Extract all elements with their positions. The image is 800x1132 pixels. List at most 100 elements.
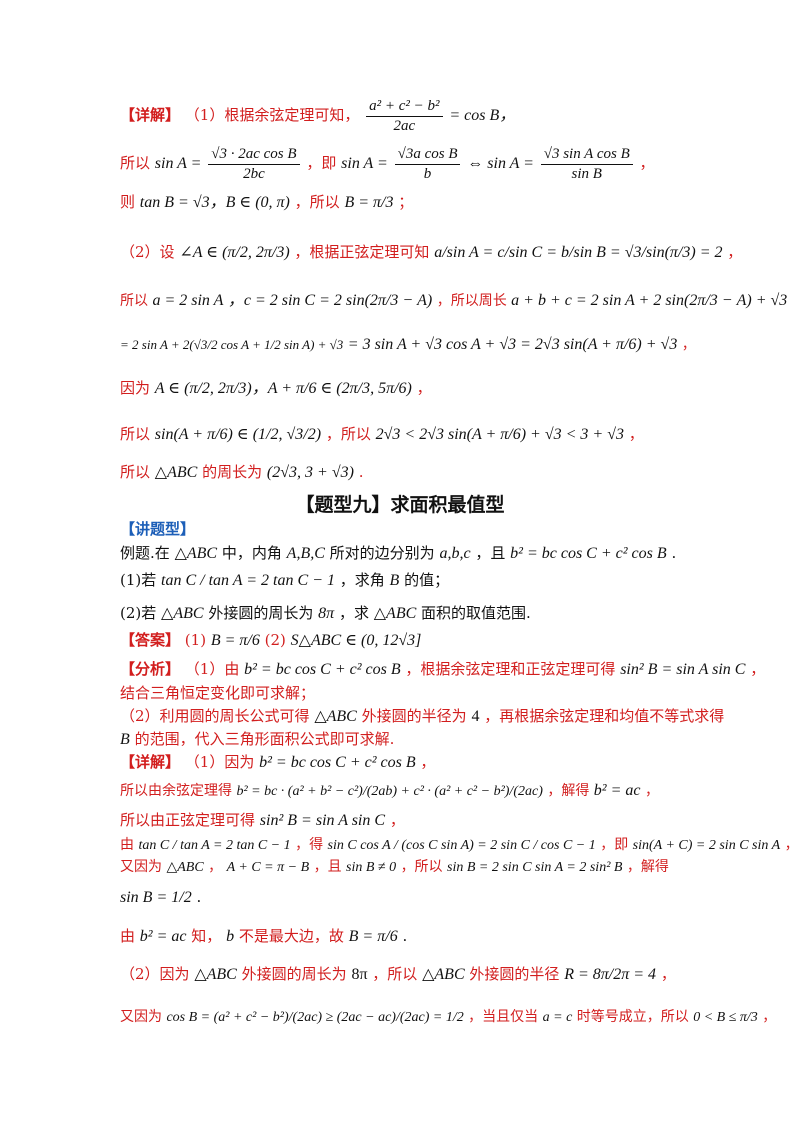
math: △ABC — [174, 545, 218, 562]
text: 又因为 — [120, 859, 162, 875]
answer-label: 【答案】 — [120, 631, 181, 649]
text: （1）因为 — [184, 753, 255, 771]
math: a + b + c = 2 sin A + 2 sin(2π/3 − A) + … — [511, 292, 788, 309]
math: b² = ac — [593, 782, 641, 799]
text: 所以 — [120, 425, 151, 443]
math: b² = bc cos C + c² cos B — [244, 661, 401, 678]
text: 的值； — [404, 571, 450, 589]
math: sin B = 1/2 — [120, 889, 192, 906]
text: . — [196, 888, 202, 906]
text: ，根据正弦定理可知 — [294, 243, 430, 261]
text: 由 — [120, 927, 136, 945]
text: （1）根据余弦定理可知， — [184, 106, 360, 124]
math: tan C / tan A = 2 tan C − 1 — [161, 572, 335, 589]
math: ⇔ sin A = — [467, 155, 534, 172]
answer-line: 【答案】 (1) B = π/6 (2) S△ABC ∈ (0, 12√3] — [120, 632, 421, 650]
text: 又因为 — [120, 1009, 162, 1025]
detail-line-3: 则 tan B = √3，B ∈ (0, π) ，所以 B = π/3 ； — [120, 194, 413, 212]
math: B = π/6 — [210, 632, 260, 649]
text: 则 — [120, 193, 136, 211]
text: ，即 — [306, 154, 337, 172]
text: ， — [727, 243, 743, 261]
text: （2）因为 — [120, 965, 190, 983]
text: ，所以 — [325, 425, 371, 443]
text: . — [671, 544, 677, 562]
math: △ABC — [314, 708, 357, 725]
text: 中，内角 — [221, 544, 282, 562]
text: 外接圆的半径为 — [361, 707, 467, 725]
math: △ABC — [422, 966, 465, 983]
math: △ABC — [166, 860, 204, 875]
math: B — [389, 572, 400, 589]
math: 8π — [351, 966, 368, 983]
math: b — [226, 928, 235, 945]
text: ，解得 — [547, 783, 590, 799]
text: ，再根据余弦定理和均值不等式求得 — [484, 707, 725, 725]
text: 时等号成立，所以 — [576, 1009, 689, 1025]
math: a = 2 sin A — [152, 292, 224, 309]
text: ，所以 — [400, 859, 443, 875]
text: (1) — [184, 631, 207, 649]
analysis-line-4: B 的范围，代入三角形面积公式即可求解. — [120, 731, 394, 749]
detail-line-4: （2）设 ∠A ∈ (π/2, 2π/3) ，根据正弦定理可知 a/sin A … — [120, 244, 742, 262]
text: 的周长为 — [202, 463, 263, 481]
math: (2√3, 3 + √3) — [266, 464, 354, 481]
text: 所以由余弦定理得 — [120, 783, 232, 799]
math: = 3 sin A + √3 cos A + √3 = 2√3 sin(A + … — [347, 336, 678, 353]
math: sin B = 2 sin C sin A = 2 sin² B — [447, 860, 623, 875]
denominator: sin B — [571, 165, 602, 182]
math: tan C / tan A = 2 tan C − 1 — [138, 838, 291, 853]
text: 所以 — [120, 154, 151, 172]
math: ，c = 2 sin C = 2 sin(2π/3 − A) — [227, 292, 433, 309]
detail-line-8: 所以 sin(A + π/6) ∈ (1/2, √3/2) ，所以 2√3 < … — [120, 426, 644, 444]
text: (2) — [264, 631, 286, 649]
text: ， — [208, 859, 223, 875]
text: （1）由 — [184, 660, 240, 678]
text: ，解得 — [626, 859, 669, 875]
solution-line-9: 又因为 cos B = (a² + c² − b²)/(2ac) ≥ (2ac … — [120, 1009, 776, 1025]
math: 4 — [471, 708, 480, 725]
text: ，根据余弦定理和正弦定理可得 — [405, 660, 616, 678]
math: sin(A + C) = 2 sin C sin A — [632, 838, 781, 853]
denominator: 2bc — [243, 165, 265, 182]
text: 的范围，代入三角形面积公式即可求解. — [134, 730, 395, 748]
math: sin A = — [154, 155, 202, 172]
text: 外接圆的周长为 — [208, 604, 314, 622]
text: （2）利用圆的周长公式可得 — [120, 707, 310, 725]
math: b² = bc cos C + c² cos B — [510, 545, 667, 562]
text: ，所以 — [372, 965, 418, 983]
solution-line-3: 所以由正弦定理可得 sin² B = sin A sin C ， — [120, 812, 405, 830]
text: ，所以周长 — [436, 293, 507, 309]
text: ， — [750, 660, 766, 678]
detail-line-6: = 2 sin A + 2(√3/2 cos A + 1/2 sin A) + … — [120, 336, 696, 354]
analysis-label: 【分析】 — [120, 660, 181, 678]
analysis-line-2: 结合三角恒定变化即可求解； — [120, 684, 316, 702]
math: cos B = (a² + c² − b²)/(2ac) ≥ (2ac − ac… — [166, 1010, 464, 1025]
math: A ∈ (π/2, 2π/3)，A + π/6 ∈ (2π/3, 5π/6) — [154, 380, 412, 397]
solution-line-7: 由 b² = ac 知， b 不是最大边，故 B = π/6 . — [120, 928, 407, 946]
detail-label: 【详解】 — [120, 106, 181, 124]
math: △ABC — [194, 966, 237, 983]
text: 所以由正弦定理可得 — [120, 811, 256, 829]
solution-line-5: 又因为 △ABC ， A + C = π − B ，且 sin B ≠ 0 ，所… — [120, 859, 669, 875]
numerator: √3 sin A cos B — [540, 146, 633, 165]
analysis-line-3: （2）利用圆的周长公式可得 △ABC 外接圆的半径为 4 ，再根据余弦定理和均值… — [120, 708, 724, 726]
text: ， — [681, 337, 696, 353]
text: 因为 — [120, 379, 151, 397]
solution-label: 【详解】 — [120, 753, 181, 771]
math: a = c — [542, 1010, 573, 1025]
denominator: 2ac — [393, 117, 416, 134]
numerator: √3 · 2ac cos B — [208, 146, 300, 165]
text: ， — [644, 783, 659, 799]
text: 不是最大边，故 — [238, 927, 344, 945]
text: ， — [628, 425, 644, 443]
text: 例题.在 — [120, 544, 170, 562]
math: a,b,c — [439, 545, 471, 562]
math: 0 < B ≤ π/3 — [693, 1010, 758, 1025]
text: 所对的边分别为 — [329, 544, 435, 562]
solution-line-8: （2）因为 △ABC 外接圆的周长为 8π ，所以 △ABC 外接圆的半径 R … — [120, 966, 676, 984]
text: ， — [784, 837, 799, 853]
numerator: a² + c² − b² — [366, 98, 443, 117]
text: 由 — [120, 837, 134, 853]
